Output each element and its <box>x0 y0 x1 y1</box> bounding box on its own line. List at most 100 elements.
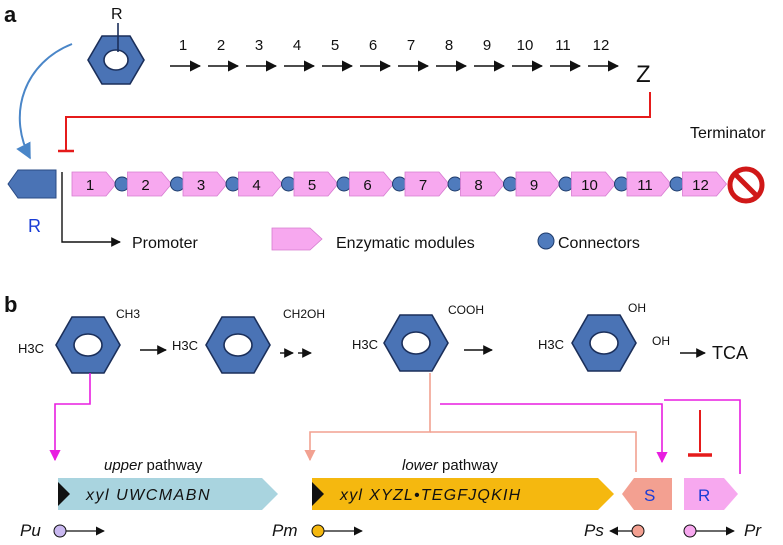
module-label-1: 1 <box>86 177 94 194</box>
module-label-7: 7 <box>419 177 427 194</box>
upper-operon-block <box>58 478 278 510</box>
module-label-3: 3 <box>197 177 205 194</box>
promoter-pr-arrow <box>683 524 735 538</box>
enzymatic-module-4 <box>238 171 284 197</box>
legend-enzymatic: Enzymatic modules <box>336 235 475 252</box>
promoter-pu: Pu <box>20 521 41 540</box>
legend-promoter: Promoter <box>132 235 198 252</box>
repression-line-z <box>58 92 651 153</box>
step-number-5: 5 <box>331 37 339 54</box>
enzymatic-module-10 <box>571 171 617 197</box>
module-label-5: 5 <box>308 177 316 194</box>
step-number-11: 11 <box>555 37 571 54</box>
regulator-r-gene <box>7 169 57 199</box>
module-label-12: 12 <box>692 177 709 194</box>
step-number-10: 10 <box>517 37 534 54</box>
enzymatic-module-5 <box>293 171 339 197</box>
connector-7 <box>447 176 463 192</box>
step-number-7: 7 <box>407 37 415 54</box>
connector-1 <box>114 176 130 192</box>
enzymatic-module-9 <box>515 171 561 197</box>
xyls-gene <box>622 478 672 510</box>
compound-3-top: COOH <box>448 303 484 317</box>
step-number-1: 1 <box>179 37 187 54</box>
promoter-ps-arrow <box>609 524 645 538</box>
benzene-ring-r <box>87 23 145 85</box>
promoter-pm: Pm <box>272 521 298 540</box>
lower-pathway-title: lower pathway <box>402 457 498 474</box>
module-label-11: 11 <box>637 177 653 194</box>
step-number-12: 12 <box>593 37 610 54</box>
induction-arrow <box>16 43 73 160</box>
connector-11 <box>669 176 685 192</box>
compound-benzyl-alcohol <box>205 316 271 374</box>
promoter-arrow <box>61 172 121 247</box>
connector-8 <box>503 176 518 192</box>
step-number-4: 4 <box>293 37 301 54</box>
enzymatic-module-8 <box>460 171 506 197</box>
compound-4-top: OH <box>628 301 646 315</box>
xylr-gene <box>684 478 738 510</box>
legend-enzymatic-icon <box>271 227 323 251</box>
connector-2 <box>170 176 185 192</box>
module-label-9: 9 <box>530 177 538 194</box>
product-z: Z <box>636 61 651 88</box>
compound-2-left: H3C <box>172 338 198 353</box>
promoter-ps: Ps <box>584 521 604 540</box>
compound-1-left: H3C <box>18 341 44 356</box>
step-number-6: 6 <box>369 37 377 54</box>
enzymatic-module-2 <box>127 171 173 197</box>
compound-1-top: CH3 <box>116 307 140 321</box>
lower-operon-block <box>312 478 614 510</box>
compound-2-top: CH2OH <box>283 307 325 321</box>
compound-catechol <box>571 314 637 372</box>
module-label-4: 4 <box>252 177 260 194</box>
compound-4-left: H3C <box>538 337 564 352</box>
module-label-2: 2 <box>141 177 149 194</box>
regulation-lower <box>304 373 637 472</box>
compound-benzoate <box>383 314 449 372</box>
enzymatic-module-11 <box>626 171 672 197</box>
upper-pathway-title: upper pathway <box>104 457 203 474</box>
module-label-6: 6 <box>363 177 371 194</box>
enzymatic-module-3 <box>182 171 228 197</box>
promoter-pm-arrow <box>311 524 363 538</box>
connector-10 <box>614 176 629 192</box>
lower-operon-start <box>312 482 324 506</box>
regulation-upper <box>49 373 91 462</box>
regulator-r-label: R <box>28 216 41 236</box>
terminator-label: Terminator <box>690 125 766 142</box>
enzymatic-module-6 <box>349 171 395 197</box>
regulation-s-to-r <box>440 399 741 474</box>
connector-5 <box>336 176 352 192</box>
connector-3 <box>225 176 241 192</box>
step-number-8: 8 <box>445 37 453 54</box>
enzymatic-module-7 <box>404 171 450 197</box>
compound-3-left: H3C <box>352 337 378 352</box>
compound-4-right: OH <box>652 334 670 348</box>
legend-connectors: Connectors <box>558 235 640 252</box>
compound-toluene <box>55 316 121 374</box>
panel-a-label: a <box>4 2 17 27</box>
connector-6 <box>392 176 407 192</box>
connector-4 <box>281 176 296 192</box>
step-number-2: 2 <box>217 37 225 54</box>
step-number-9: 9 <box>483 37 491 54</box>
connector-9 <box>558 176 574 192</box>
module-label-10: 10 <box>581 177 598 194</box>
terminator-icon <box>727 166 765 204</box>
enzymatic-module-12 <box>682 171 728 197</box>
promoter-pr: Pr <box>744 521 762 540</box>
substituent-r: R <box>111 6 123 23</box>
module-label-8: 8 <box>474 177 482 194</box>
legend-connector-icon <box>537 232 555 250</box>
enzymatic-module-1 <box>71 171 117 197</box>
tca-label: TCA <box>712 343 748 363</box>
step-number-3: 3 <box>255 37 263 54</box>
upper-operon-start <box>58 482 70 506</box>
